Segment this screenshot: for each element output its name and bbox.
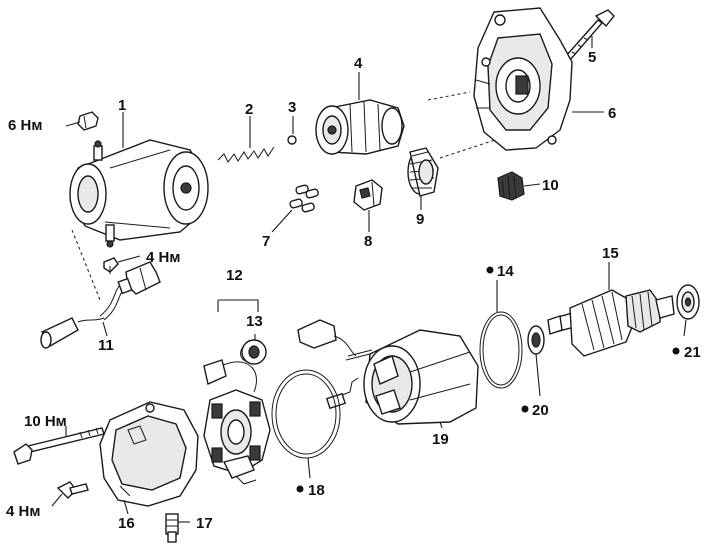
marker-dot-18 (296, 485, 304, 493)
marker-dot-21 (672, 347, 680, 355)
assembly-line (71, 229, 101, 301)
label-part-9: 9 (416, 211, 424, 228)
roller-retainer (353, 179, 383, 211)
armature (547, 289, 675, 357)
label-part-11: 11 (98, 337, 114, 354)
label-12-bracket (217, 299, 259, 312)
cover-screw (56, 481, 89, 499)
label-part-18: 18 (308, 482, 325, 499)
label-part-4: 4 (354, 55, 363, 72)
rollers (289, 184, 319, 213)
torque-label-cover-screw: 4 Нм (6, 503, 40, 520)
rear-bearing (676, 284, 700, 320)
front-bearing (527, 325, 545, 355)
label-part-21: 21 (684, 344, 701, 361)
label-part-5: 5 (588, 49, 596, 66)
torque-label-thru-bolt: 10 Нм (24, 413, 67, 430)
label-part-1: 1 (118, 97, 126, 114)
label-part-2: 2 (245, 101, 253, 118)
return-spring (217, 146, 275, 163)
brush-holder (203, 359, 271, 485)
brush-spring (240, 339, 267, 365)
label-part-14: 14 (497, 263, 514, 280)
label-part-7: 7 (262, 233, 270, 250)
starter-housing (473, 7, 573, 151)
label-part-16: 16 (118, 515, 135, 532)
label-part-15: 15 (602, 245, 619, 262)
label-part-12: 12 (226, 267, 243, 284)
torque-label-terminal: 4 Нм (146, 249, 180, 266)
label-part-3: 3 (288, 99, 296, 116)
label-part-13: 13 (246, 313, 263, 330)
o-ring-14 (479, 311, 523, 389)
steel-ball (287, 135, 297, 145)
solenoid-switch (69, 139, 209, 248)
marker-dot-14 (486, 266, 494, 274)
assembly-line (427, 91, 471, 101)
terminal-screw (103, 257, 119, 274)
label-part-6: 6 (608, 105, 616, 122)
marker-dot-20 (521, 405, 529, 413)
starter-clutch (315, 99, 405, 155)
idler-bearing (497, 171, 525, 201)
terminal-stud (165, 513, 179, 543)
terminal-nut (77, 111, 99, 131)
idler-gear (407, 147, 439, 197)
housing-bolt (565, 9, 615, 62)
label-part-17: 17 (196, 515, 213, 532)
torque-label-nut: 6 Нм (8, 117, 42, 134)
label-part-19: 19 (432, 431, 449, 448)
assembly-line (439, 139, 496, 159)
solenoid-lead (40, 261, 161, 349)
leader-lines (51, 36, 687, 523)
label-part-8: 8 (364, 233, 372, 250)
field-frame (297, 319, 479, 425)
label-part-20: 20 (532, 402, 549, 419)
label-part-10: 10 (542, 177, 559, 194)
through-bolt (13, 427, 105, 465)
o-ring-18 (271, 369, 341, 459)
end-cover (99, 401, 199, 507)
